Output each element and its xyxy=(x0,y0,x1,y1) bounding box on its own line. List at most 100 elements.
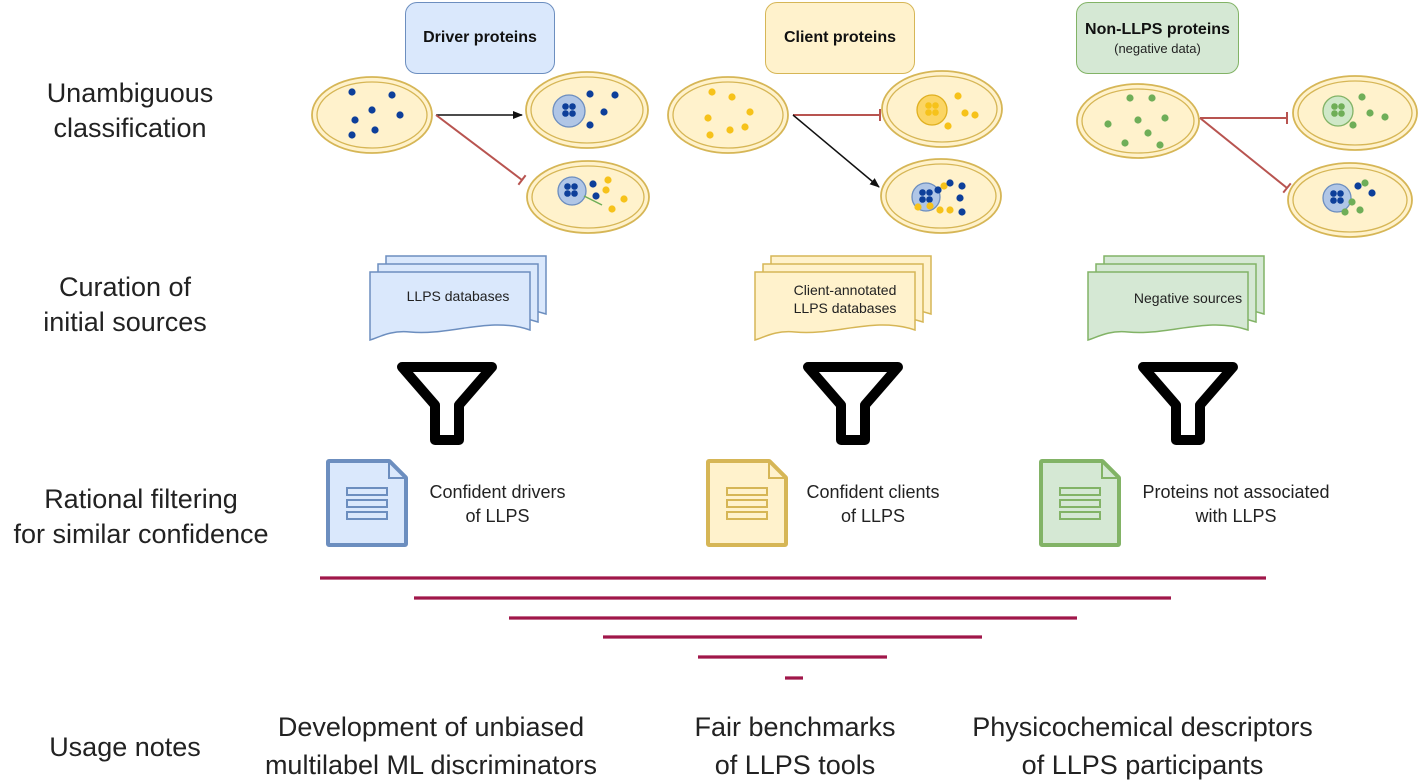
protein-dot xyxy=(1121,139,1129,147)
protein-dot xyxy=(726,126,734,134)
nonllps-filter-funnel-icon xyxy=(1138,362,1238,445)
cell-outer-membrane xyxy=(525,71,649,149)
cell-inner-membrane xyxy=(886,75,998,143)
nonllps-filtered-label-line1: Proteins not associated xyxy=(1142,482,1330,502)
client-promote-arrow xyxy=(792,114,880,188)
protein-dot xyxy=(954,92,962,100)
protein-dot xyxy=(728,93,736,101)
protein-dot xyxy=(1148,94,1156,102)
protein-dot xyxy=(1366,109,1374,117)
doc-line xyxy=(726,487,768,496)
driver-usage-line1: Development of unbiased xyxy=(277,712,585,742)
row-label-filtering-line1: Rational filtering xyxy=(44,484,238,514)
protein-dot xyxy=(600,108,608,116)
protein-dot xyxy=(388,91,396,99)
driver-proteins-header: Driver proteins xyxy=(405,2,555,74)
row-label-curation: Curation of initial sources xyxy=(10,270,240,340)
doc-fold xyxy=(1101,462,1118,479)
cell-outer-membrane xyxy=(667,76,789,154)
inhibit-bar xyxy=(1282,182,1292,194)
doc-line xyxy=(346,487,388,496)
protein-dot xyxy=(1361,179,1369,187)
cell-inner-membrane xyxy=(530,76,644,144)
protein-dot xyxy=(348,88,356,96)
protein-dot xyxy=(944,122,952,130)
protein-dot xyxy=(351,116,359,124)
nonllps-usage-line2: of LLPS participants xyxy=(1021,750,1264,780)
protein-dot xyxy=(926,202,934,210)
cell-inner-membrane xyxy=(885,163,997,229)
nonllps-cell-no-condensate xyxy=(1292,75,1418,151)
protein-dot xyxy=(925,109,932,116)
protein-dot xyxy=(1330,190,1337,197)
protein-dot xyxy=(958,182,966,190)
protein-dot xyxy=(1144,129,1152,137)
driver-usage-line2: multilabel ML discriminators xyxy=(264,750,598,780)
condensate-droplet xyxy=(916,94,948,126)
protein-dot xyxy=(934,186,942,194)
client-filtered-label: Confident clients of LLPS xyxy=(783,480,963,528)
doc-body xyxy=(708,461,786,545)
doc-line xyxy=(1059,487,1101,496)
protein-dot xyxy=(564,190,571,197)
condensate-droplet xyxy=(552,94,586,128)
nonllps-inhibit-arrow-1 xyxy=(1200,112,1288,124)
protein-dot xyxy=(562,103,569,110)
protein-dot xyxy=(1331,110,1338,117)
protein-dot xyxy=(571,183,578,190)
nonllps-filtered-label-line2: with LLPS xyxy=(1195,506,1277,526)
protein-dot xyxy=(932,109,939,116)
condensate-droplet xyxy=(557,176,587,206)
client-inhibit-arrow xyxy=(793,109,881,121)
protein-dot xyxy=(562,110,569,117)
nonllps-cell-dispersed xyxy=(1076,83,1200,159)
nonllps-usage-line1: Physicochemical descriptors xyxy=(972,712,1313,742)
protein-dot xyxy=(936,206,944,214)
client-filtered-label-line1: Confident clients xyxy=(806,482,940,502)
driver-source-label: LLPS databases xyxy=(370,287,546,305)
client-source-label-line1: Client-annotated xyxy=(793,282,897,298)
protein-dot xyxy=(608,205,616,213)
inhibit-line xyxy=(1199,117,1288,189)
protein-dot xyxy=(706,131,714,139)
nonllps-cell-with-driver xyxy=(1287,162,1413,238)
inhibit-bar xyxy=(517,174,527,186)
row-label-classification-line1: Unambiguous xyxy=(46,78,214,108)
protein-dot xyxy=(1381,113,1389,121)
client-source-stack xyxy=(754,255,932,341)
protein-dot xyxy=(569,103,576,110)
cell-outer-membrane xyxy=(1292,75,1418,151)
row-label-curation-line2: initial sources xyxy=(43,307,207,337)
client-usage-note: Fair benchmarks of LLPS tools xyxy=(660,708,930,784)
doc-body xyxy=(328,461,406,545)
protein-dot xyxy=(564,183,571,190)
driver-filtered-label-line2: of LLPS xyxy=(465,506,530,526)
doc-line xyxy=(726,499,768,508)
protein-dot xyxy=(741,123,749,131)
protein-dot xyxy=(925,102,932,109)
protein-dot xyxy=(926,196,933,203)
row-label-filtering: Rational filtering for similar confidenc… xyxy=(0,482,282,552)
protein-dot xyxy=(348,131,356,139)
nonllps-source-label: Negative sources xyxy=(1090,289,1286,307)
cell-inner-membrane xyxy=(1292,167,1408,233)
protein-dot xyxy=(620,195,628,203)
doc-fold xyxy=(768,462,785,479)
protein-dot xyxy=(589,180,597,188)
nonllps-filtered-label: Proteins not associated with LLPS xyxy=(1118,480,1354,528)
protein-dot xyxy=(1337,197,1344,204)
protein-dot xyxy=(961,109,969,117)
client-filtered-label-line2: of LLPS xyxy=(840,506,906,526)
protein-dot xyxy=(704,114,712,122)
cell-inner-membrane xyxy=(316,81,428,149)
protein-dot xyxy=(1354,182,1362,190)
protein-dot xyxy=(1161,114,1169,122)
client-usage-line1: Fair benchmarks xyxy=(694,712,896,742)
protein-dot xyxy=(940,182,948,190)
protein-dot xyxy=(1126,94,1134,102)
protein-dot xyxy=(1368,189,1376,197)
protein-dot xyxy=(1349,121,1357,129)
nonllps-source-label-line1: Negative sources xyxy=(1133,290,1243,306)
inhibit-line xyxy=(435,114,523,181)
protein-dot xyxy=(569,110,576,117)
